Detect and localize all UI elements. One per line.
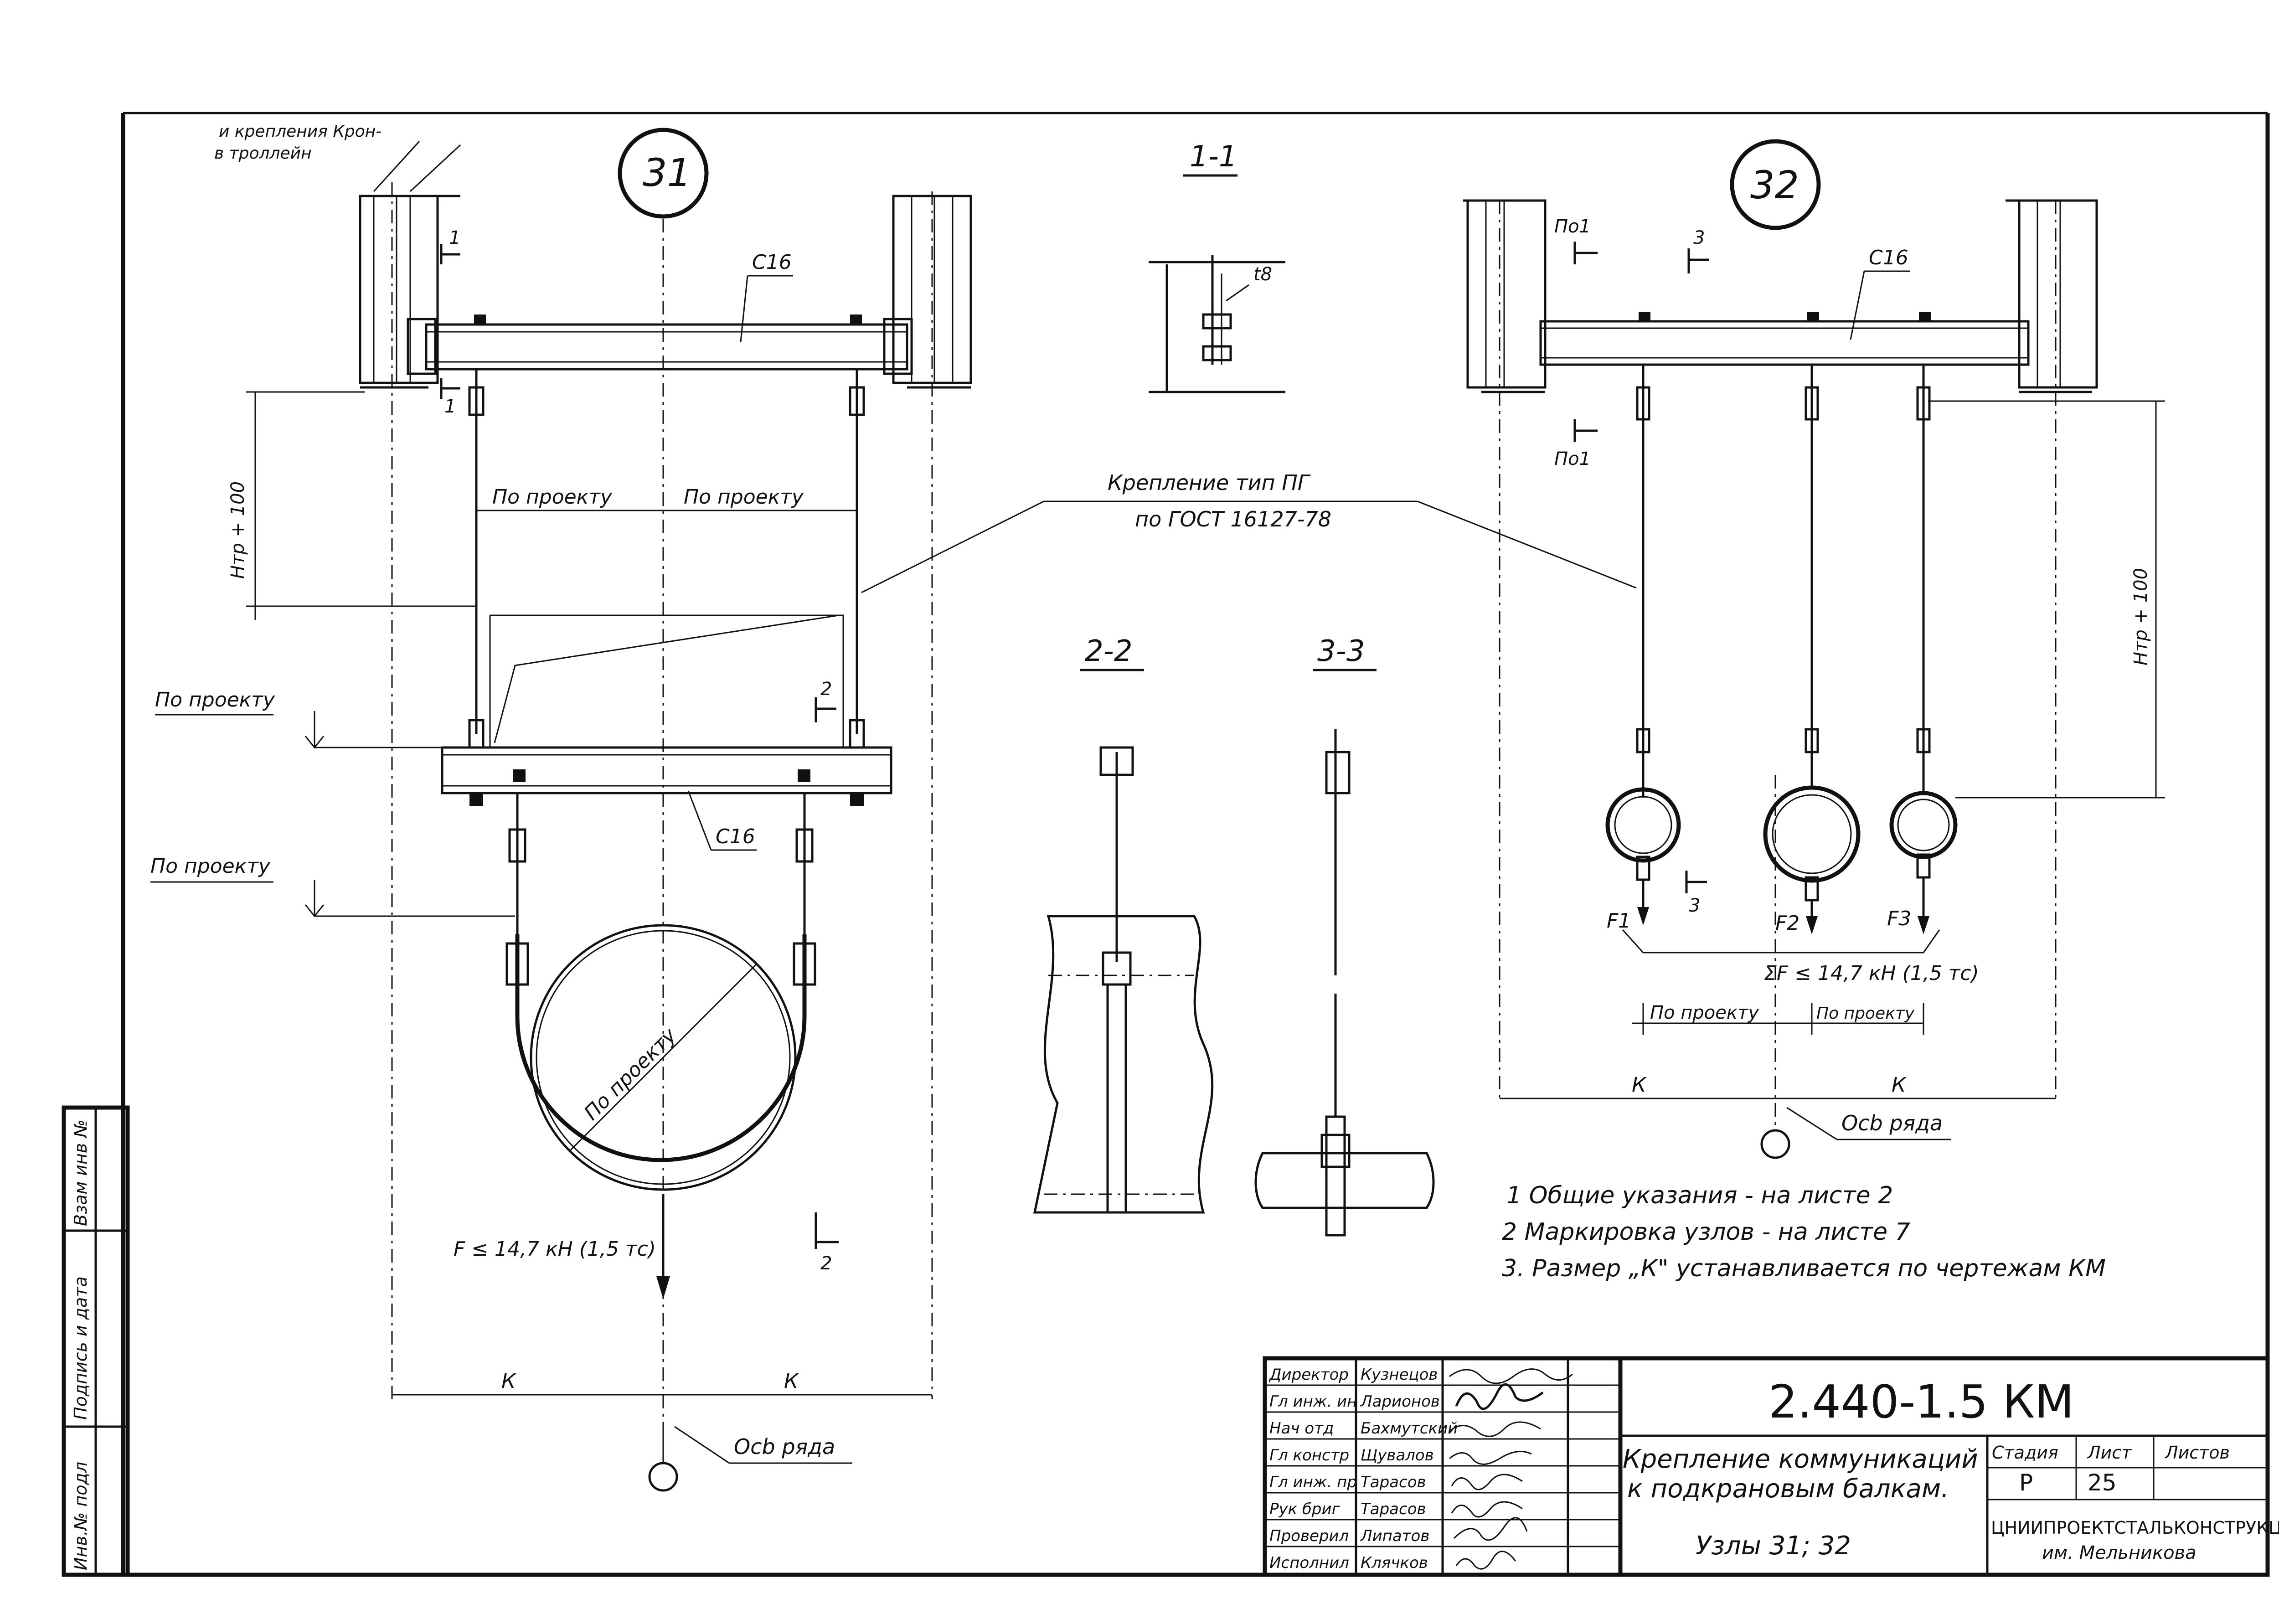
dim-k-31-left: К [501,1370,516,1393]
tb-name-1: Ларионов [1360,1392,1440,1411]
tb-name-5: Тарасов [1361,1500,1426,1518]
tb-role-1: Гл инж. ин [1269,1392,1357,1411]
dim-po-proektu-left: По проекту [492,485,613,509]
cut-3-top: 3 [1693,227,1705,248]
tb-stage: Р [2019,1469,2033,1496]
section-3-3-label: 3-3 [1317,634,1365,668]
channel-c16-lower-31: С16 [716,825,755,848]
channel-c16-32: С16 [1869,246,1908,269]
cut-1-bottom: 1 [444,396,456,417]
fastening-type: Крепление тип ПГ [1108,470,1311,495]
corner-note: и крепления Крон- в троллейн [214,122,461,192]
node-32-label: 32 [1750,163,1799,207]
dim-po-proektu-right: По проекту [684,485,804,509]
tb-name-6: Липатов [1360,1527,1429,1545]
tb-role-3: Гл констр [1269,1446,1349,1464]
tb-name-7: Клячков [1361,1554,1428,1572]
tb-role-4: Гл инж. пр [1269,1473,1357,1491]
tb-name-3: Щувалов [1361,1446,1434,1464]
load-32: ΣF ≤ 14,7 кН (1,5 тс) [1764,962,1979,985]
stamp-original-inv: Инв.№ подл [71,1462,91,1570]
tb-code: 2.440-1.5 КМ [1769,1375,2074,1428]
cut-3-bottom: 3 [1689,895,1700,916]
signatures [1449,1368,1573,1570]
section-1-1-label: 1-1 [1190,140,1237,174]
tb-role-6: Проверил [1269,1527,1349,1545]
stamp-replace-inv: Взам инв № [71,1119,91,1226]
tb-stage-header: Стадия [1992,1443,2058,1463]
load-f1: F1 [1607,909,1631,933]
node-31-view: 31 С16 1 1 [150,128,972,1492]
fastening-gost: по ГОСТ 16127-78 [1135,507,1331,531]
dim-htr-31: Hтр + 100 [227,481,248,579]
load-f2: F2 [1775,912,1799,935]
side-stamp: Взам инв № Подпись и дата Инв.№ подл [62,1105,130,1577]
tb-sheet-header: Лист [2087,1443,2132,1463]
level-po-proektu-2: По проекту [150,855,271,878]
note-2: 2 Маркировка узлов - на листе 7 [1502,1218,1910,1246]
cut-2-bottom: 2 [820,1253,832,1274]
tb-title-2: к подкрановым балкам. [1627,1474,1949,1504]
tb-role-0: Директор [1268,1366,1349,1384]
tb-org: ЦНИИПРОЕКТСТАЛЬКОНСТРУКЦИЯ [1991,1518,2279,1538]
section-2-2: 2-2 [1033,634,1214,1214]
dim-k-32-right: К [1892,1073,1907,1097]
thickness-t8: t8 [1253,264,1272,285]
tb-role-2: Нач отд [1269,1419,1334,1438]
note-1: 1 Общие указания - на листе 2 [1506,1182,1893,1209]
load-31: F ≤ 14,7 кН (1,5 тс) [454,1237,656,1261]
dim-htr-32: Hтр + 100 [2130,568,2151,665]
row-axis-32: Осb ряда [1841,1111,1943,1135]
tb-role-7: Исполнил [1269,1554,1349,1572]
tb-subtitle: Узлы 31; 32 [1696,1531,1851,1561]
tb-org-2: им. Мельникова [2042,1542,2197,1563]
tb-name-2: Бахмутский [1361,1419,1458,1438]
section-1-1: 1-1 t8 [1149,140,1285,393]
tb-name-0: Кузнецов [1361,1366,1438,1384]
corner-note-line-1: и крепления Крон- [219,122,382,141]
tb-title-1: Крепление коммуникаций [1623,1444,1978,1474]
dim-po-proektu-32-right: По проекту [1816,1004,1915,1023]
fastening-callout: Крепление тип ПГ по ГОСТ 16127-78 [861,470,1637,593]
dim-po-proektu-diameter: По проекту [580,1023,681,1125]
section-2-2-label: 2-2 [1085,634,1133,668]
general-notes: 1 Общие указания - на листе 2 2 Маркиров… [1502,1182,2106,1282]
row-axis-31: Осb ряда [734,1434,835,1459]
tb-name-4: Тарасов [1361,1473,1426,1491]
level-po-proektu-1: По проекту [155,688,275,711]
cut-po1-bottom: По1 [1554,449,1591,469]
channel-c16-top-31: С16 [752,251,792,274]
note-3: 3. Размер „К" устанавливается по чертежа… [1502,1255,2106,1282]
load-f3: F3 [1887,907,1911,930]
dim-po-proektu-32-left: По проекту [1650,1002,1759,1023]
corner-note-line-2: в троллейн [214,144,312,163]
title-block: Директор Кузнецов Гл инж. ин Ларионов На… [1263,1356,2279,1577]
tb-sheets-header: Листов [2164,1443,2230,1463]
cut-2-top: 2 [820,679,832,700]
stamp-signature-date: Подпись и дата [71,1276,91,1420]
tb-role-5: Рук бриг [1269,1500,1341,1518]
cut-po1-top: По1 [1554,216,1591,237]
cut-1-top: 1 [449,227,460,248]
node-31-label: 31 [643,150,691,195]
node-32-view: 32 С16 По1 3 По1 [1463,139,2165,1159]
section-3-3: 3-3 [1254,634,1435,1237]
dim-k-32-left: К [1632,1073,1647,1097]
tb-sheet: 25 [2088,1469,2117,1496]
dim-k-31-right: К [784,1370,799,1393]
